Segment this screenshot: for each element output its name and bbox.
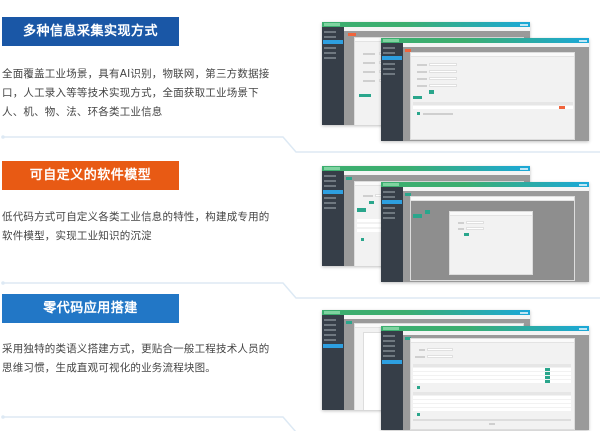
app-header xyxy=(381,326,589,331)
feature-title-info-collection: 多种信息采集实现方式 xyxy=(2,17,179,46)
app-sidebar xyxy=(381,331,403,430)
section-divider xyxy=(0,134,600,154)
feature-title-custom-model: 可自定义的软件模型 xyxy=(2,161,179,190)
app-tabs xyxy=(403,43,589,47)
app-sidebar xyxy=(381,187,403,282)
app-header xyxy=(322,22,530,27)
app-window-front xyxy=(381,326,589,430)
section-divider xyxy=(0,280,600,300)
app-tabs xyxy=(344,27,530,31)
app-sidebar xyxy=(322,27,344,125)
feature-desc-custom-model: 低代码方式可自定义各类工业信息的特性，构建成专用的软件模型，实现工业知识的沉淀 xyxy=(2,211,270,242)
app-window-front xyxy=(381,182,589,282)
app-tabs xyxy=(344,315,530,319)
app-header xyxy=(322,166,530,171)
feature-desc-info-collection: 全面覆盖工业场景，具有AI识别，物联网，第三方数据接口，人工录入等等技术实现方式… xyxy=(2,68,270,118)
inner-dialog xyxy=(449,211,533,275)
dialog xyxy=(410,338,575,430)
feature-title-zero-code: 零代码应用搭建 xyxy=(2,294,179,323)
dialog xyxy=(410,52,575,140)
app-sidebar xyxy=(322,171,344,266)
section-divider xyxy=(0,414,600,431)
app-sidebar xyxy=(322,315,344,410)
app-tabs xyxy=(403,331,589,335)
feature-desc-zero-code: 采用独特的类语义搭建方式，更贴合一般工程技术人员的思维习惯，生成直观可视化的业务… xyxy=(2,343,270,374)
app-tabs xyxy=(344,171,530,175)
app-header xyxy=(381,182,589,187)
app-header xyxy=(381,38,589,43)
app-header xyxy=(322,310,530,315)
app-window-front xyxy=(381,38,589,141)
dialog xyxy=(410,196,575,281)
app-tabs xyxy=(403,187,589,191)
app-sidebar xyxy=(381,43,403,141)
